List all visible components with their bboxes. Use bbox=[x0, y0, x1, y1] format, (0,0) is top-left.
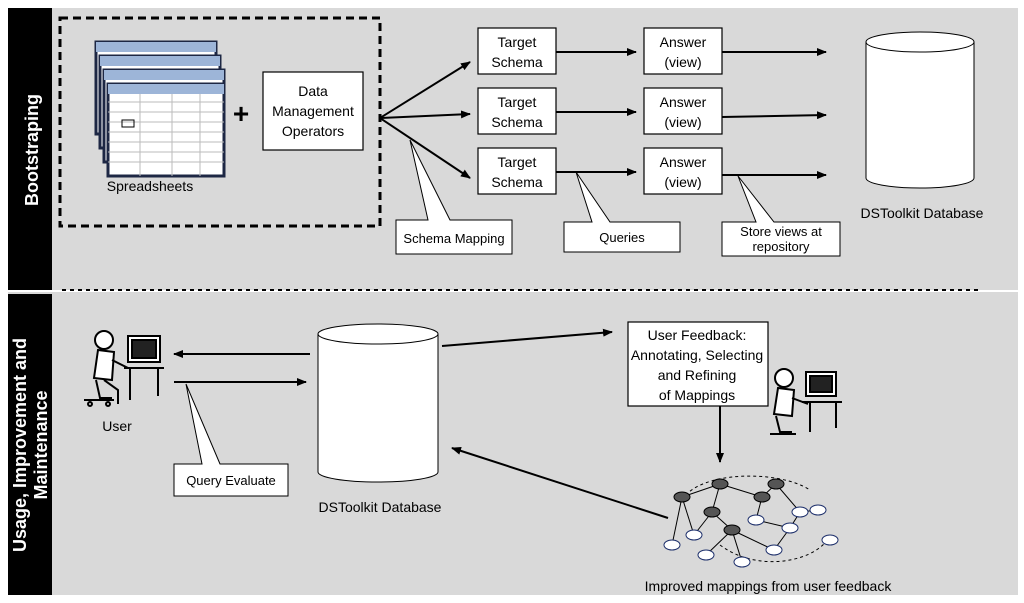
answer-2-line1: Answer bbox=[660, 94, 707, 110]
feedback-line4: of Mappings bbox=[659, 387, 735, 403]
plus-sign: + bbox=[233, 98, 249, 129]
arrow-db-to-feedback bbox=[441, 328, 613, 347]
spreadsheet-stack-icon bbox=[94, 40, 226, 178]
improved-mappings-label: Improved mappings from user feedback bbox=[645, 578, 893, 594]
target-schema-box-3 bbox=[477, 147, 557, 195]
user-label: User bbox=[102, 418, 132, 434]
answer-3-line2: (view) bbox=[664, 174, 701, 190]
database-cylinder-top bbox=[865, 31, 975, 189]
usage-section-label-line1: Usage, Improvement and bbox=[10, 338, 30, 552]
store-views-label-line2: repository bbox=[752, 239, 810, 254]
database-bottom-label: DSToolkit Database bbox=[319, 499, 442, 515]
queries-callout bbox=[563, 171, 681, 253]
feedback-line1: User Feedback: bbox=[648, 327, 747, 343]
answer-view-box-3 bbox=[643, 147, 723, 195]
bootstrapping-section-label: Bootstraping bbox=[22, 94, 42, 206]
feedback-line2: Annotating, Selecting bbox=[631, 347, 763, 363]
arrow-answer-to-db-2 bbox=[721, 111, 827, 120]
target-schema-2-line2: Schema bbox=[491, 114, 543, 130]
answer-view-box-1 bbox=[643, 27, 723, 75]
query-evaluate-callout bbox=[173, 383, 289, 497]
operators-label-line1: Data bbox=[298, 83, 328, 99]
data-management-operators-box bbox=[262, 71, 364, 151]
target-schema-1-line2: Schema bbox=[491, 54, 543, 70]
store-views-callout bbox=[721, 175, 841, 257]
usage-section-label-line2: Maintenance bbox=[31, 390, 51, 499]
target-schema-3-line1: Target bbox=[498, 154, 537, 170]
usage-side-bar bbox=[8, 294, 52, 595]
answer-view-box-2 bbox=[643, 87, 723, 135]
answer-1-line1: Answer bbox=[660, 34, 707, 50]
feedback-line3: and Refining bbox=[658, 367, 737, 383]
target-schema-3-line2: Schema bbox=[491, 174, 543, 190]
arrow-graph-to-db bbox=[451, 446, 669, 519]
bootstrapping-side-bar bbox=[8, 8, 52, 290]
store-views-label-line1: Store views at bbox=[740, 224, 822, 239]
schema-mapping-label: Schema Mapping bbox=[403, 231, 504, 246]
user-feedback-box bbox=[627, 321, 769, 407]
usage-panel bbox=[8, 292, 1018, 595]
target-schema-2-line1: Target bbox=[498, 94, 537, 110]
answer-1-line2: (view) bbox=[664, 54, 701, 70]
mapping-graph bbox=[663, 475, 839, 568]
target-schema-1-line1: Target bbox=[498, 34, 537, 50]
answer-2-line2: (view) bbox=[664, 114, 701, 130]
arrow-operators-to-target-1 bbox=[379, 61, 471, 119]
query-evaluate-label: Query Evaluate bbox=[186, 473, 276, 488]
target-schema-box-1 bbox=[477, 27, 557, 75]
queries-label: Queries bbox=[599, 230, 645, 245]
spreadsheet-group-frame bbox=[58, 16, 382, 228]
arrow-operators-to-target-2 bbox=[379, 110, 471, 119]
operators-label-line2: Management bbox=[272, 103, 354, 119]
operators-label-line3: Operators bbox=[282, 123, 344, 139]
spreadsheets-label: Spreadsheets bbox=[107, 178, 193, 194]
schema-mapping-callout bbox=[395, 139, 513, 255]
feedback-user-icon bbox=[770, 368, 842, 435]
database-cylinder-bottom bbox=[317, 323, 439, 483]
database-top-label: DSToolkit Database bbox=[861, 205, 984, 221]
answer-3-line1: Answer bbox=[660, 154, 707, 170]
arrow-operators-to-target-3 bbox=[379, 117, 471, 179]
user-at-computer-icon bbox=[84, 330, 164, 407]
